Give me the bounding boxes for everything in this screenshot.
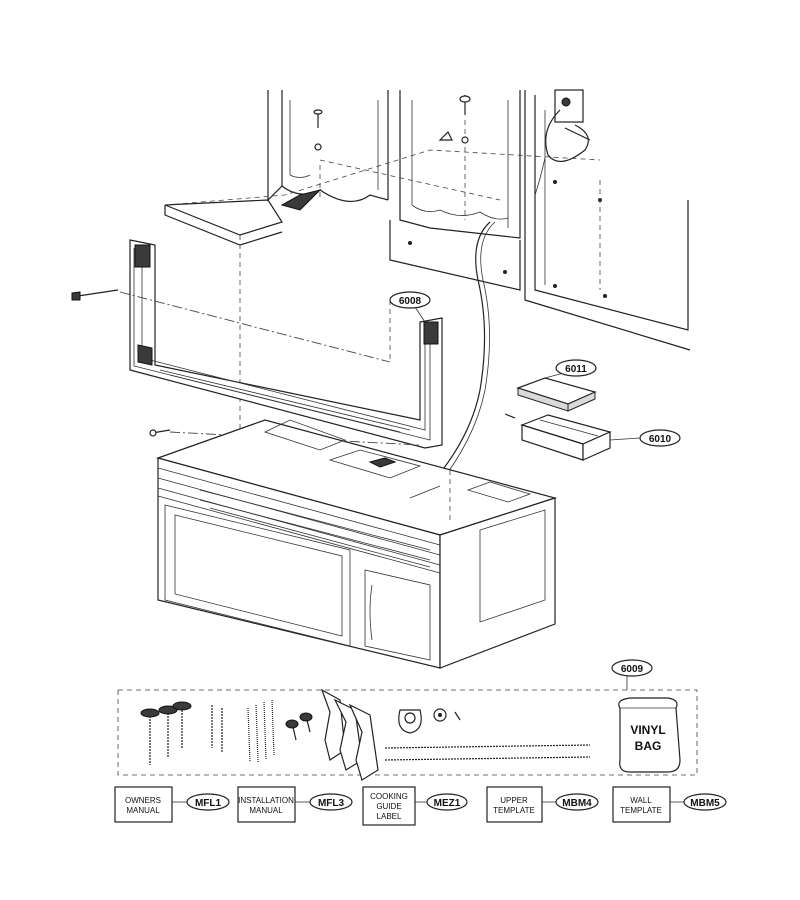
small-screws bbox=[285, 712, 313, 741]
document-label: WALL bbox=[630, 796, 652, 805]
upper-cabinets bbox=[164, 89, 691, 450]
documents-row: OWNERS MANUAL MFL1 INSTALLATION MANUAL M… bbox=[114, 786, 727, 826]
document-code: MBM4 bbox=[562, 798, 592, 809]
document-label: TEMPLATE bbox=[493, 806, 535, 815]
vinyl-bag: VINYL BAG bbox=[618, 697, 681, 773]
document-label: MANUAL bbox=[126, 806, 160, 815]
document-owners-manual: OWNERS MANUAL MFL1 bbox=[114, 786, 230, 823]
callout-6008-label: 6008 bbox=[399, 296, 422, 307]
document-label: GUIDE bbox=[376, 802, 401, 811]
document-label: TEMPLATE bbox=[620, 806, 662, 815]
document-label: COOKING bbox=[370, 792, 408, 801]
document-code: MFL3 bbox=[318, 798, 345, 809]
document-code: MFL1 bbox=[195, 798, 222, 809]
callout-6011-label: 6011 bbox=[565, 364, 587, 375]
document-code: MBM5 bbox=[690, 798, 720, 809]
hardware-kit: 6009 bbox=[117, 659, 698, 781]
callout-6008: 6008 bbox=[389, 291, 431, 323]
damper-part-6010: 6010 bbox=[504, 413, 681, 461]
frame-guide-line bbox=[119, 291, 391, 363]
top-screws bbox=[313, 95, 471, 151]
springs bbox=[384, 744, 591, 761]
wall-anchors bbox=[211, 705, 223, 752]
document-label: INSTALLATION bbox=[238, 796, 294, 805]
toggle-bolts bbox=[140, 701, 192, 765]
document-upper-template: UPPER TEMPLATE MBM4 bbox=[486, 786, 599, 823]
vinyl-bag-label-2: BAG bbox=[635, 739, 662, 753]
document-code: MEZ1 bbox=[434, 798, 461, 809]
document-label: LABEL bbox=[377, 812, 402, 821]
document-label: MANUAL bbox=[249, 806, 283, 815]
document-wall-template: WALL TEMPLATE MBM5 bbox=[612, 786, 727, 823]
long-screws bbox=[247, 699, 275, 763]
callout-6009-label: 6009 bbox=[621, 664, 644, 675]
document-label: OWNERS bbox=[125, 796, 161, 805]
document-installation-manual: INSTALLATION MANUAL MFL3 bbox=[237, 786, 353, 823]
microwave-oven bbox=[155, 419, 558, 669]
callout-6009-bubble bbox=[611, 659, 653, 677]
document-label: UPPER bbox=[500, 796, 528, 805]
power-cord bbox=[429, 221, 491, 486]
callout-6010-label: 6010 bbox=[649, 434, 672, 445]
document-cooking-guide-label: COOKING GUIDE LABEL MEZ1 bbox=[362, 786, 468, 826]
mounting-brackets bbox=[320, 688, 379, 781]
mounting-plate bbox=[71, 239, 443, 449]
vinyl-bag-label-1: VINYL bbox=[630, 723, 665, 737]
filter-part-6011: 6011 bbox=[516, 359, 597, 412]
cable-clamp bbox=[398, 708, 461, 734]
frame-guide-line-low bbox=[169, 431, 421, 446]
